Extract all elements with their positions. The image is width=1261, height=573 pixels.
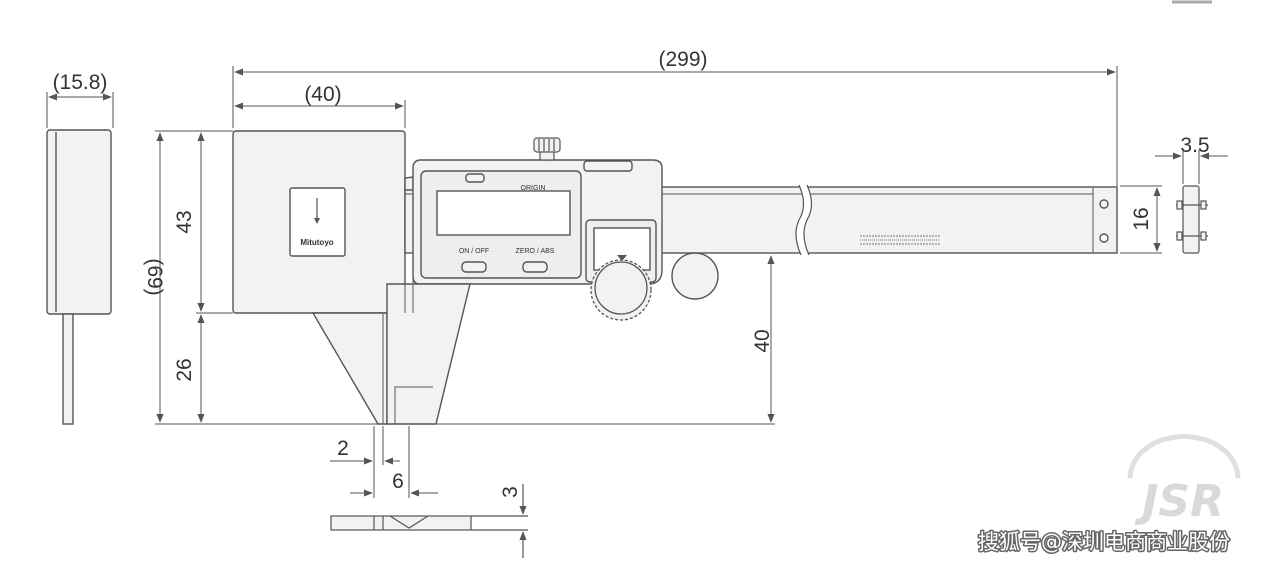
dim-beam-offset-label: 40 (751, 329, 774, 352)
lock-screw (533, 137, 561, 161)
fixed-jaw (311, 312, 388, 425)
zero-abs-label: ZERO / ABS (516, 248, 555, 255)
on-off-label: ON / OFF (459, 248, 489, 255)
end-view-body (1182, 185, 1200, 254)
thumb-roller (590, 259, 652, 321)
dim-end-view (1120, 150, 1228, 254)
dim-thickness (46, 92, 114, 128)
beam-break (795, 184, 813, 256)
dim-tip-small-label: 2 (337, 437, 349, 460)
zero-abs-button[interactable] (522, 261, 548, 273)
dim-tip-width-label: 6 (392, 470, 404, 493)
side-view-body (46, 129, 112, 315)
jaw-section (330, 484, 528, 558)
dim-jaw-width-label: (40) (304, 83, 341, 106)
on-off-button[interactable] (461, 261, 487, 273)
origin-button[interactable] (465, 173, 485, 183)
dim-tip-thickness-label: 3 (499, 486, 522, 498)
dim-tip (330, 426, 438, 498)
dim-jaw-depth-label: 26 (173, 358, 196, 381)
lcd-screen (436, 190, 571, 236)
dim-total-height-label: (69) (143, 258, 166, 295)
moving-jaw-body (386, 283, 471, 425)
beam-hole-bottom (1099, 233, 1109, 243)
dim-vertical-lines (155, 130, 775, 425)
end-view (1176, 185, 1208, 254)
caption-watermark-outline: 搜狐号@深圳电商商业股份 (978, 530, 1230, 554)
caption-watermark: 搜狐号@深圳电商商业股份 (978, 530, 1230, 554)
beam-scale (860, 235, 940, 245)
jsr-logo-watermark: JSR (1127, 433, 1241, 527)
dim-horizontal-top (232, 66, 1118, 186)
slider-top-button (583, 160, 633, 172)
dim-beam-thickness-label: 3.5 (1180, 134, 1209, 157)
side-view-depth-bar (62, 313, 74, 425)
side-view (46, 129, 112, 425)
dim-thickness-label: (15.8) (53, 71, 108, 94)
fine-adjust-wheel (671, 252, 719, 300)
dim-overall-length-label: (299) (658, 48, 707, 71)
beam-hole-top (1099, 199, 1109, 209)
dim-beam-height-label: 16 (1130, 207, 1153, 230)
slider-step (404, 176, 414, 191)
dim-head-height-label: 43 (173, 210, 196, 233)
origin-label: ORIGIN (521, 185, 546, 192)
moving-jaw (386, 254, 471, 425)
triangle-mark-icon (617, 255, 627, 261)
front-head (232, 130, 406, 314)
brand-label: Mitutoyo (300, 238, 333, 247)
jsr-logo-text: JSR (1134, 476, 1224, 527)
